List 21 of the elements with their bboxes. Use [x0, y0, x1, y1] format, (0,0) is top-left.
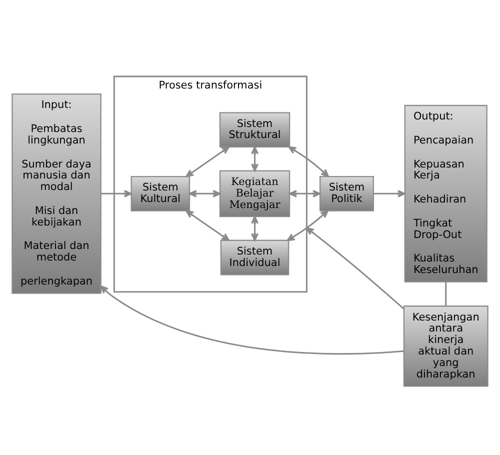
arrow — [186, 146, 230, 178]
arrow — [101, 190, 132, 198]
node-box: Kesenjangan antara kinerja aktual dan yang diharapkan — [403, 306, 488, 387]
arrow — [251, 216, 259, 242]
node-box: Sistem Kultural — [130, 176, 190, 212]
arrow — [306, 227, 404, 310]
node-box: Sistem Individual — [220, 240, 290, 276]
node-box: Kegiatan Belajar Mengajar — [219, 170, 290, 218]
arrow — [286, 210, 328, 242]
arrow — [251, 146, 259, 172]
arrow — [100, 286, 404, 355]
arrow — [186, 210, 230, 241]
node-box: Output: Pencapaian Kepuasan Kerja Kehadiran Tingkat Drop-Out Kualitas Keseluruhan — [404, 104, 488, 282]
arrow — [288, 146, 329, 178]
connector — [445, 282, 447, 306]
node-box: Input: Pembatas lingkungan Sumber daya manusia dan modal Misi dan kebijakan Material dan metode perlengkapan — [12, 94, 102, 294]
arrow — [289, 190, 321, 198]
arrow — [188, 190, 221, 198]
arrow — [374, 190, 406, 198]
node-box: Sistem Struktural — [219, 112, 290, 148]
node-box: Sistem Politik — [319, 176, 374, 212]
